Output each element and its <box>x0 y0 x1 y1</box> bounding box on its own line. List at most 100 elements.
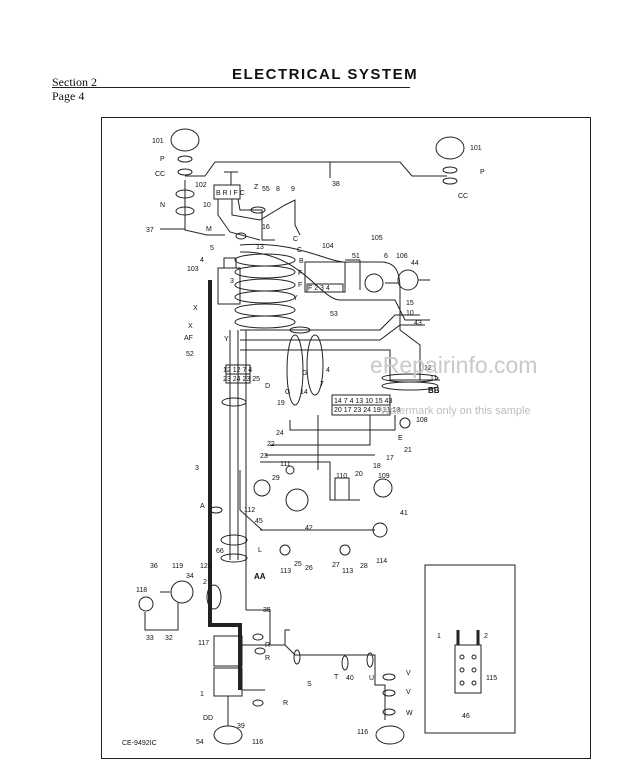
label-6: 6 <box>384 253 388 260</box>
label-51: 51 <box>352 253 360 260</box>
label-104: 104 <box>322 243 334 250</box>
label-113b: 113 <box>342 568 353 575</box>
label-101b: 101 <box>470 145 482 152</box>
label-E: E <box>398 435 403 442</box>
label-115: 115 <box>486 675 497 682</box>
label-119: 119 <box>172 563 183 570</box>
label-45: 45 <box>255 518 263 525</box>
watermark-site: eRepairinfo.com <box>370 352 538 378</box>
label-T: T <box>334 674 339 681</box>
generator <box>364 273 384 293</box>
label-17: 17 <box>386 455 394 462</box>
block-right2: 20 17 23 24 19 21 18 <box>334 407 400 414</box>
gauge-left <box>253 479 271 497</box>
label-39: 39 <box>237 723 245 730</box>
label-R2: R <box>265 655 270 662</box>
label-20: 20 <box>355 471 363 478</box>
label-32: 32 <box>165 635 173 642</box>
label-U: U <box>369 675 374 682</box>
label-C1: C <box>293 236 298 243</box>
label-23: 23 <box>260 453 268 460</box>
label-9: 9 <box>291 186 295 193</box>
label-10b: 10 <box>406 310 414 317</box>
label-102: 102 <box>195 182 207 189</box>
label-16: 16 <box>262 224 270 231</box>
headlight-right <box>435 136 465 160</box>
label-2b: 2 <box>484 633 488 640</box>
block-switch: B R I F C <box>216 190 245 197</box>
label-101a: 101 <box>152 138 164 145</box>
label-7: 7 <box>320 381 324 388</box>
label-37: 37 <box>146 227 154 234</box>
label-D: D <box>265 383 270 390</box>
label-110: 110 <box>336 473 347 480</box>
label-S: S <box>307 681 312 688</box>
label-3a: 3 <box>230 278 234 285</box>
label-108: 108 <box>416 417 428 424</box>
label-1a: 1 <box>200 691 204 698</box>
label-118: 118 <box>136 587 147 594</box>
label-DD: DD <box>203 715 213 722</box>
label-R3: R <box>283 700 288 707</box>
label-38: 38 <box>332 181 340 188</box>
label-G2: G <box>302 370 307 377</box>
label-N: N <box>160 202 165 209</box>
label-15: 15 <box>406 300 414 307</box>
label-V1: V <box>406 670 411 677</box>
label-5: 5 <box>210 245 214 252</box>
label-103: 103 <box>187 266 199 273</box>
label-112: 112 <box>244 507 255 514</box>
label-116b: 116 <box>357 729 368 736</box>
label-24: 24 <box>276 430 284 437</box>
battery-cable <box>208 280 242 690</box>
label-3b: 3 <box>195 465 199 472</box>
label-A: A <box>200 503 205 510</box>
label-41: 41 <box>400 510 408 517</box>
label-4a: 4 <box>200 257 204 264</box>
block-top2: 23 24 23 25 <box>223 376 260 383</box>
label-14: 14 <box>300 389 308 396</box>
label-V2: V <box>406 689 411 696</box>
label-P2: P <box>480 169 485 176</box>
connector-115 <box>454 644 482 694</box>
watermark-note: Watermark only on this sample <box>380 405 531 417</box>
label-AA: AA <box>254 572 266 581</box>
label-35: 35 <box>263 607 271 614</box>
label-25: 25 <box>294 561 302 568</box>
label-G1: G <box>285 389 290 396</box>
label-18: 18 <box>373 463 381 470</box>
label-C2: C <box>297 247 302 254</box>
label-F2: F <box>298 282 302 289</box>
label-43: 43 <box>414 320 422 327</box>
label-F1: F <box>298 270 302 277</box>
block-right: 14 7 4 13 10 15 43 <box>334 398 392 405</box>
label-26: 26 <box>305 565 313 572</box>
label-46: 46 <box>462 713 470 720</box>
label-113a: 113 <box>280 568 291 575</box>
gauge-111 <box>285 465 295 475</box>
label-111: 111 <box>280 461 291 468</box>
page-title: ELECTRICAL SYSTEM <box>232 66 419 83</box>
label-36: 36 <box>150 563 158 570</box>
label-R1: R <box>265 642 270 649</box>
label-B: B <box>299 258 304 265</box>
diagram-frame <box>101 117 591 759</box>
battery-lower <box>213 667 243 697</box>
label-Z: Z <box>254 184 259 191</box>
light-switch <box>213 184 241 200</box>
section-rule <box>52 87 410 88</box>
label-106: 106 <box>396 253 408 260</box>
headlight-left <box>170 128 200 152</box>
battery-upper <box>213 635 243 667</box>
block-fuse: F 2 3 4 <box>308 285 330 292</box>
gauge-center <box>285 488 309 512</box>
label-13: 13 <box>256 244 264 251</box>
label-Y1: Y <box>293 295 298 302</box>
label-53: 53 <box>330 311 338 318</box>
label-66: 66 <box>216 548 224 555</box>
label-CC2: CC <box>458 193 468 200</box>
label-116a: 116 <box>252 739 263 746</box>
label-12: 12 <box>424 365 432 372</box>
label-Y2: Y <box>224 336 229 343</box>
label-L: L <box>258 547 262 554</box>
